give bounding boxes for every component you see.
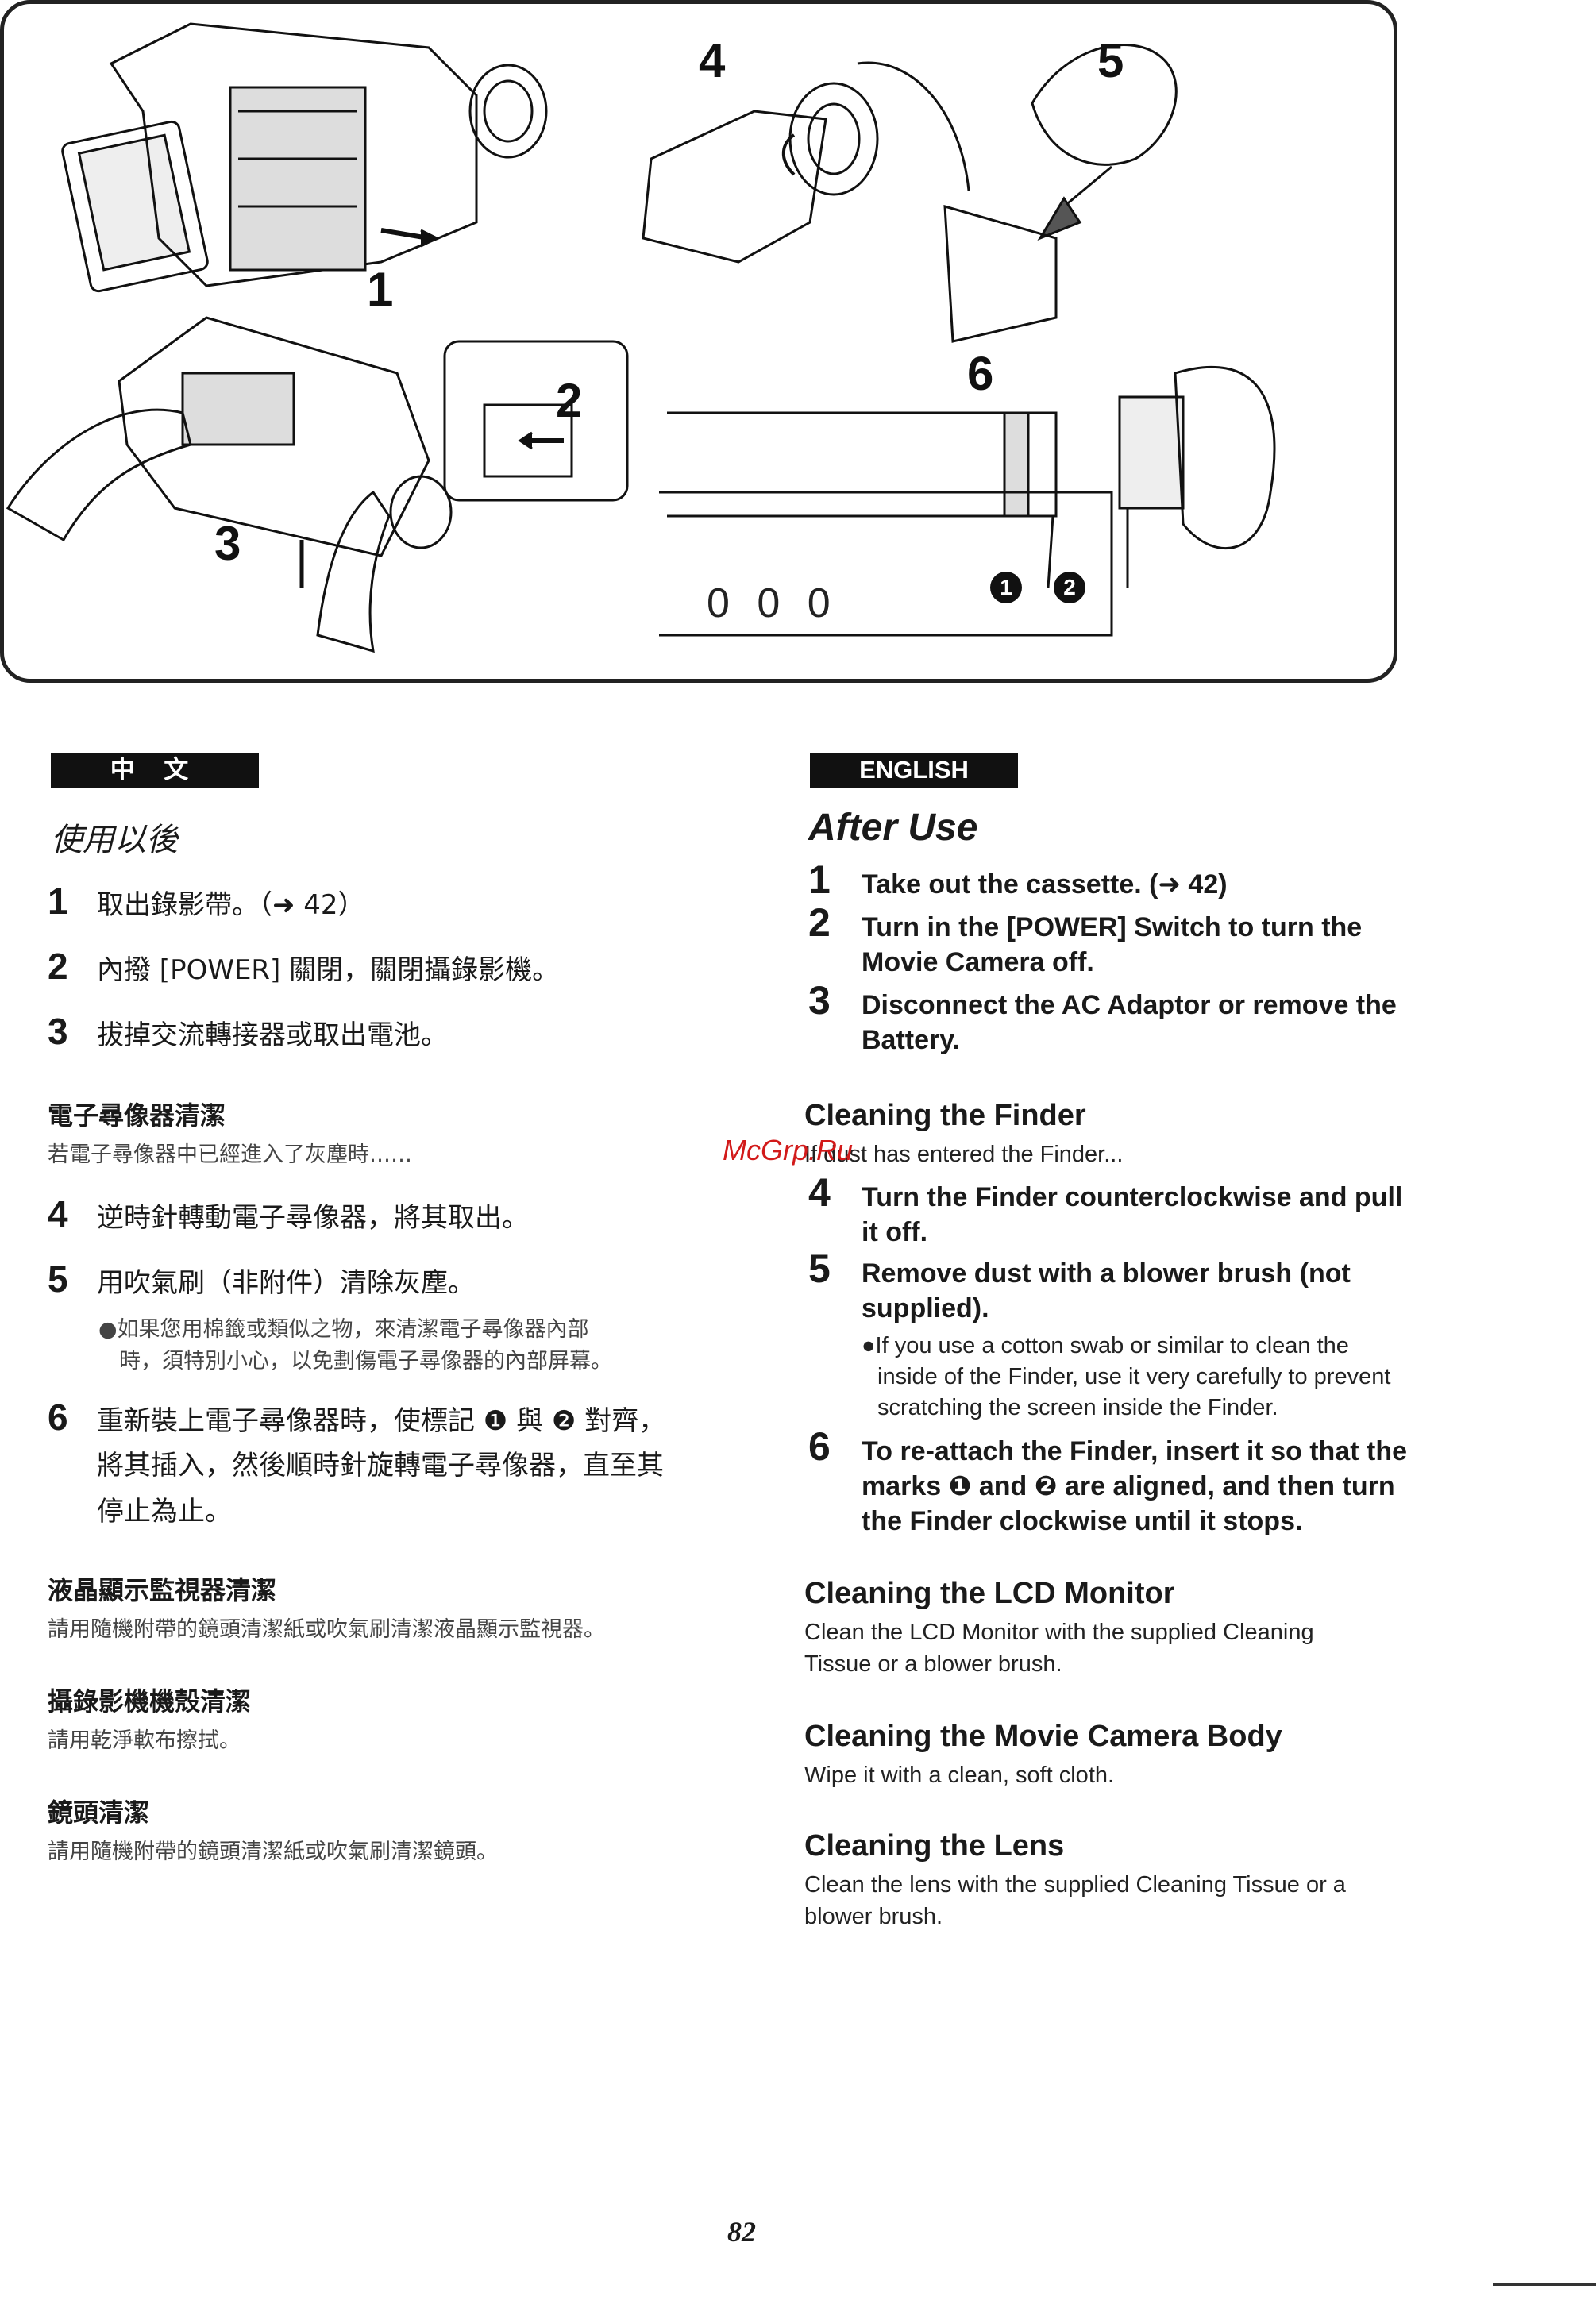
chinese-lens-heading: 鏡頭清潔 <box>48 1797 150 1828</box>
english-step-5-number: 5 <box>808 1246 831 1291</box>
chinese-step-3-number: 3 <box>48 1011 68 1052</box>
english-body-heading: Cleaning the Movie Camera Body <box>804 1720 1282 1753</box>
chinese-language-tab: 中 文 <box>51 753 259 788</box>
english-bullet-line-3: scratching the screen inside the Finder. <box>877 1395 1278 1420</box>
english-step-1-number: 1 <box>808 857 831 902</box>
english-lens-line-2: blower brush. <box>804 1904 943 1929</box>
chinese-title: 使用以後 <box>51 822 178 858</box>
chinese-step-1-text: 取出錄影帶。（➜ 42） <box>97 889 365 921</box>
chinese-step-1-number: 1 <box>48 880 68 922</box>
english-lcd-heading: Cleaning the LCD Monitor <box>804 1577 1175 1610</box>
chinese-step-6-number: 6 <box>48 1397 68 1438</box>
latch-inset <box>443 340 629 502</box>
figure-label-step-1: 1 <box>367 263 394 316</box>
english-step-3-number: 3 <box>808 978 831 1023</box>
figure-label-step-6: 6 <box>967 347 994 400</box>
finder-tube <box>667 411 1058 518</box>
camcorder-body-lower <box>118 316 430 557</box>
english-step-3-line-2: Battery. <box>862 1025 961 1055</box>
english-finder-intro: If dust has entered the Finder... <box>804 1142 1124 1167</box>
eyepiece-top <box>468 64 548 159</box>
chinese-step-1: 1 取出錄影帶。（➜ 42） <box>48 880 365 923</box>
chinese-step-6-line-3: 停止為止。 <box>97 1496 232 1528</box>
chinese-step-2-number: 2 <box>48 946 68 987</box>
figure-label-step-3: 3 <box>214 517 241 570</box>
illustration-panel: 1 2 3 4 5 6 1 2 0 0 0 <box>0 0 1397 683</box>
english-step-2-number: 2 <box>808 900 831 945</box>
chinese-step-5-number: 5 <box>48 1258 68 1300</box>
english-bullet-line-2: inside of the Finder, use it very carefu… <box>877 1364 1391 1389</box>
hand-left <box>6 408 192 542</box>
chinese-step-2: 2 內撥 [POWER] 關閉，關閉攝錄影機。 <box>48 945 559 988</box>
english-finder-heading: Cleaning the Finder <box>804 1099 1086 1132</box>
english-step-5-line-1: Remove dust with a blower brush (not <box>862 1258 1351 1289</box>
english-step-4-line-1: Turn the Finder counterclockwise and pul… <box>862 1182 1403 1212</box>
lcd-panel-open <box>61 120 209 293</box>
cassette <box>229 86 367 272</box>
finder-marks-text: 0 0 0 <box>707 580 838 626</box>
chinese-step-4-number: 4 <box>48 1193 68 1235</box>
chinese-finder-intro: 若電子尋像器中已經進入了灰塵時…… <box>48 1142 412 1167</box>
english-lens-line-1: Clean the lens with the supplied Cleanin… <box>804 1872 1346 1898</box>
chinese-finder-heading: 電子尋像器清潔 <box>48 1100 226 1131</box>
english-step-3-line-1: Disconnect the AC Adaptor or remove the <box>862 990 1397 1020</box>
chinese-lcd-body: 請用隨機附帶的鏡頭清潔紙或吹氣刷清潔液晶顯示監視器。 <box>48 1617 605 1642</box>
english-step-6-line-3: the Finder clockwise until it stops. <box>862 1506 1303 1536</box>
chinese-step-6-line-1: 重新裝上電子尋像器時，使標記 ❶ 與 ❷ 對齊， <box>97 1405 666 1437</box>
english-step-6-line-2: marks ❶ and ❷ are aligned, and then turn <box>862 1471 1395 1501</box>
chinese-lens-body: 請用隨機附帶的鏡頭清潔紙或吹氣刷清潔鏡頭。 <box>48 1840 498 1864</box>
chinese-step-3: 3 拔掉交流轉接器或取出電池。 <box>48 1010 448 1053</box>
english-language-tab: ENGLISH <box>810 753 1018 788</box>
figure-label-step-4: 4 <box>699 34 726 87</box>
english-lcd-line-2: Tissue or a blower brush. <box>804 1651 1062 1677</box>
english-step-5-line-2: supplied). <box>862 1293 989 1323</box>
figure-label-step-2: 2 <box>556 374 583 427</box>
english-lens-heading: Cleaning the Lens <box>804 1829 1065 1863</box>
mark-2-badge: 2 <box>1054 572 1085 603</box>
mark-1-badge: 1 <box>990 572 1022 603</box>
figure-label-step-5: 5 <box>1097 34 1124 87</box>
chinese-bullet-line-1: ●如果您用棉籤或類似之物，來清潔電子尋像器內部 <box>98 1317 589 1342</box>
chinese-step-6-line-2: 將其插入，然後順時針旋轉電子尋像器，直至其 <box>97 1450 664 1481</box>
chinese-step-2-text: 內撥 [POWER] 關閉，關閉攝錄影機。 <box>97 954 560 986</box>
page-number: 82 <box>727 2216 756 2248</box>
english-step-2-line-2: Movie Camera off. <box>862 947 1094 977</box>
english-step-4-number: 4 <box>808 1170 831 1215</box>
chinese-lcd-heading: 液晶顯示監視器清潔 <box>48 1575 277 1605</box>
chinese-bullet-line-2: 時，須特別小心，以免劃傷電子尋像器的內部屏幕。 <box>119 1349 612 1374</box>
english-body-line-1: Wipe it with a clean, soft cloth. <box>804 1763 1115 1788</box>
chinese-step-3-text: 拔掉交流轉接器或取出電池。 <box>97 1019 448 1051</box>
eyecup <box>1118 395 1185 510</box>
finder-removal <box>642 110 827 264</box>
camcorder-illustration <box>6 22 1276 653</box>
english-bullet-line-1: ●If you use a cotton swab or similar to … <box>862 1333 1349 1358</box>
hand-right <box>316 490 391 653</box>
chinese-step-4-text: 逆時針轉動電子尋像器，將其取出。 <box>97 1202 529 1234</box>
english-step-4-line-2: it off. <box>862 1217 928 1247</box>
chinese-body-body: 請用乾淨軟布擦拭。 <box>48 1728 241 1753</box>
english-step-1-line-1: Take out the cassette. (➜ 42) <box>862 869 1228 900</box>
english-step-6-number: 6 <box>808 1424 831 1469</box>
english-lcd-line-1: Clean the LCD Monitor with the supplied … <box>804 1620 1314 1645</box>
chinese-step-5-text: 用吹氣刷（非附件）清除灰塵。 <box>97 1267 475 1299</box>
eyepiece-lower <box>389 475 453 549</box>
chinese-step-6: 6 重新裝上電子尋像器時，使標記 ❶ 與 ❷ 對齊， <box>48 1396 665 1439</box>
chinese-step-5: 5 用吹氣刷（非附件）清除灰塵。 <box>48 1258 475 1300</box>
blower-brush <box>1031 44 1178 166</box>
watermark: McGrp.Ru <box>723 1134 854 1166</box>
english-title: After Use <box>808 807 978 849</box>
chinese-step-4: 4 逆時針轉動電子尋像器，將其取出。 <box>48 1192 529 1235</box>
footer-rule <box>1493 2283 1596 2286</box>
english-step-2-line-1: Turn in the [POWER] Switch to turn the <box>862 912 1363 942</box>
chinese-body-heading: 攝錄影機機殼清潔 <box>48 1686 252 1716</box>
english-step-6-line-1: To re-attach the Finder, insert it so th… <box>862 1436 1408 1466</box>
